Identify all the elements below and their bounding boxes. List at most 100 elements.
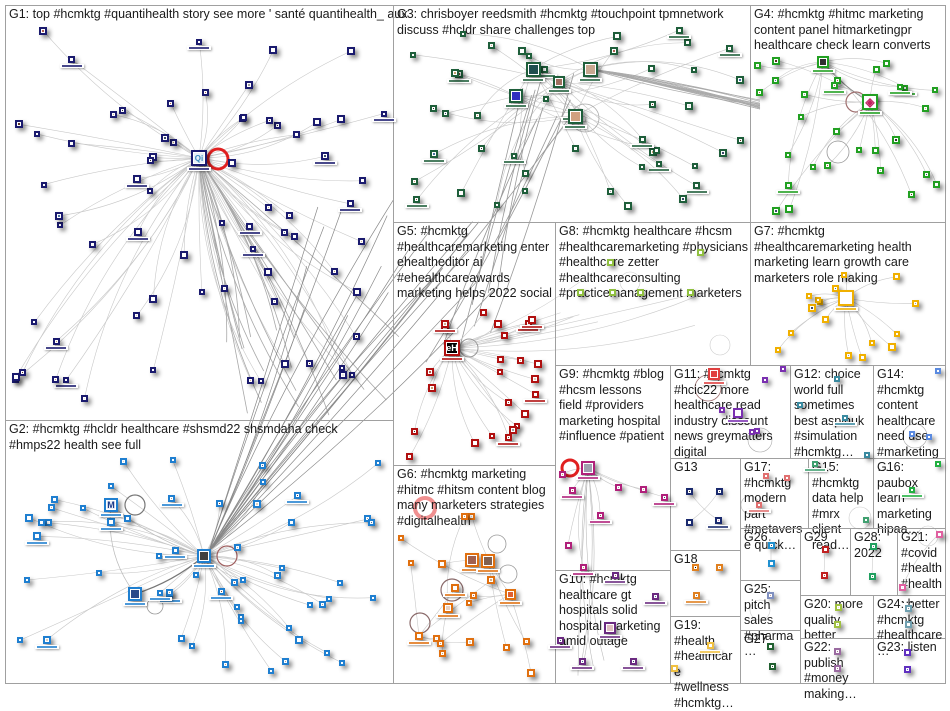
- vertex-node[interactable]: [48, 504, 55, 511]
- vertex-node[interactable]: [808, 304, 816, 312]
- hub-node-m[interactable]: M: [104, 498, 118, 512]
- vertex-node[interactable]: [468, 513, 475, 520]
- vertex-node[interactable]: [281, 229, 288, 236]
- vertex-node[interactable]: [170, 457, 176, 463]
- vertex-node[interactable]: [719, 407, 725, 413]
- vertex-node[interactable]: [785, 152, 791, 158]
- vertex-node[interactable]: [193, 572, 199, 578]
- hub-node-mhmlab[interactable]: [581, 461, 595, 475]
- vertex-node[interactable]: [441, 320, 449, 328]
- vertex-node[interactable]: [869, 573, 876, 580]
- vertex-node[interactable]: [45, 519, 52, 526]
- vertex-node[interactable]: [649, 101, 656, 108]
- vertex-node[interactable]: [156, 553, 162, 559]
- vertex-node[interactable]: [543, 96, 549, 102]
- vertex-node[interactable]: [166, 589, 173, 596]
- vertex-node[interactable]: [264, 268, 272, 276]
- vertex-node[interactable]: [286, 212, 293, 219]
- vertex-node[interactable]: [908, 191, 915, 198]
- vertex-node[interactable]: [438, 560, 446, 568]
- vertex-node[interactable]: [413, 196, 420, 203]
- vertex-node[interactable]: [686, 488, 693, 495]
- vertex-node[interactable]: [349, 372, 355, 378]
- vertex-node[interactable]: [772, 207, 780, 215]
- vertex-node[interactable]: [528, 316, 536, 324]
- vertex-node[interactable]: [565, 542, 572, 549]
- vertex-node[interactable]: [353, 333, 360, 340]
- vertex-node[interactable]: [80, 505, 86, 511]
- vertex-node[interactable]: [859, 354, 866, 361]
- vertex-node[interactable]: [798, 114, 804, 120]
- vertex-node[interactable]: [912, 300, 919, 307]
- vertex-node[interactable]: [268, 668, 274, 674]
- vertex-node[interactable]: [288, 519, 295, 526]
- vertex-node[interactable]: [797, 402, 803, 408]
- vertex-node[interactable]: [337, 580, 343, 586]
- hub-node-g11[interactable]: [708, 368, 720, 380]
- vertex-node[interactable]: [234, 604, 240, 610]
- vertex-node[interactable]: [511, 153, 517, 159]
- vertex-node[interactable]: [505, 434, 512, 441]
- vertex-node[interactable]: [936, 531, 943, 538]
- hub-node-stevebarbridge[interactable]: [197, 549, 211, 563]
- vertex-node[interactable]: [833, 128, 840, 135]
- vertex-node[interactable]: [17, 637, 23, 643]
- hub-node-secondary[interactable]: [128, 587, 142, 601]
- vertex-node[interactable]: [640, 486, 647, 493]
- vertex-node[interactable]: [149, 295, 157, 303]
- vertex-node[interactable]: [523, 638, 530, 645]
- vertex-node[interactable]: [411, 178, 418, 185]
- vertex-node[interactable]: [822, 316, 829, 323]
- vertex-node[interactable]: [801, 91, 808, 98]
- vertex-node[interactable]: [497, 369, 503, 375]
- vertex-node[interactable]: [737, 137, 744, 144]
- vertex-node[interactable]: [719, 149, 727, 157]
- vertex-node[interactable]: [430, 150, 438, 158]
- vertex-node[interactable]: [768, 560, 775, 567]
- vertex-node[interactable]: [51, 496, 58, 503]
- vertex-node[interactable]: [909, 487, 915, 493]
- vertex-node[interactable]: [359, 177, 366, 184]
- vertex-node[interactable]: [478, 145, 485, 152]
- vertex-node[interactable]: [873, 66, 880, 73]
- vertex-node[interactable]: [339, 371, 347, 379]
- vertex-node[interactable]: [457, 189, 465, 197]
- vertex-node[interactable]: [569, 487, 576, 494]
- vertex-node[interactable]: [494, 320, 502, 328]
- vertex-node[interactable]: [408, 560, 414, 566]
- vertex-node[interactable]: [899, 584, 906, 591]
- vertex-node[interactable]: [260, 479, 266, 485]
- vertex-node[interactable]: [24, 577, 30, 583]
- vertex-node[interactable]: [337, 115, 345, 123]
- vertex-node[interactable]: [834, 665, 841, 672]
- vertex-node[interactable]: [306, 360, 313, 367]
- vertex-node[interactable]: [897, 84, 903, 90]
- vertex-node[interactable]: [772, 57, 780, 65]
- vertex-node[interactable]: [864, 452, 870, 458]
- vertex-node[interactable]: [487, 576, 495, 584]
- vertex-node[interactable]: [648, 65, 655, 72]
- vertex-node[interactable]: [630, 658, 637, 665]
- vertex-node[interactable]: [902, 85, 908, 91]
- vertex-node[interactable]: [411, 428, 418, 435]
- vertex-node[interactable]: [202, 89, 209, 96]
- vertex-node[interactable]: [716, 564, 723, 571]
- vertex-node[interactable]: [451, 584, 459, 592]
- vertex-node[interactable]: [834, 376, 840, 382]
- vertex-node[interactable]: [218, 588, 225, 595]
- vertex-node[interactable]: [923, 171, 930, 178]
- vertex-node[interactable]: [167, 100, 174, 107]
- vertex-node[interactable]: [767, 592, 774, 599]
- vertex-node[interactable]: [815, 297, 821, 303]
- hub-node-quantihealth[interactable]: Qi: [191, 150, 207, 166]
- vertex-node[interactable]: [905, 605, 912, 612]
- vertex-node[interactable]: [133, 312, 140, 319]
- vertex-node[interactable]: [313, 118, 321, 126]
- vertex-node[interactable]: [877, 167, 884, 174]
- hub-node-reedsmith[interactable]: [553, 76, 565, 88]
- vertex-node[interactable]: [119, 107, 126, 114]
- vertex-node[interactable]: [25, 514, 33, 522]
- vertex-node[interactable]: [845, 352, 852, 359]
- vertex-node[interactable]: [580, 564, 587, 571]
- vertex-node[interactable]: [259, 462, 266, 469]
